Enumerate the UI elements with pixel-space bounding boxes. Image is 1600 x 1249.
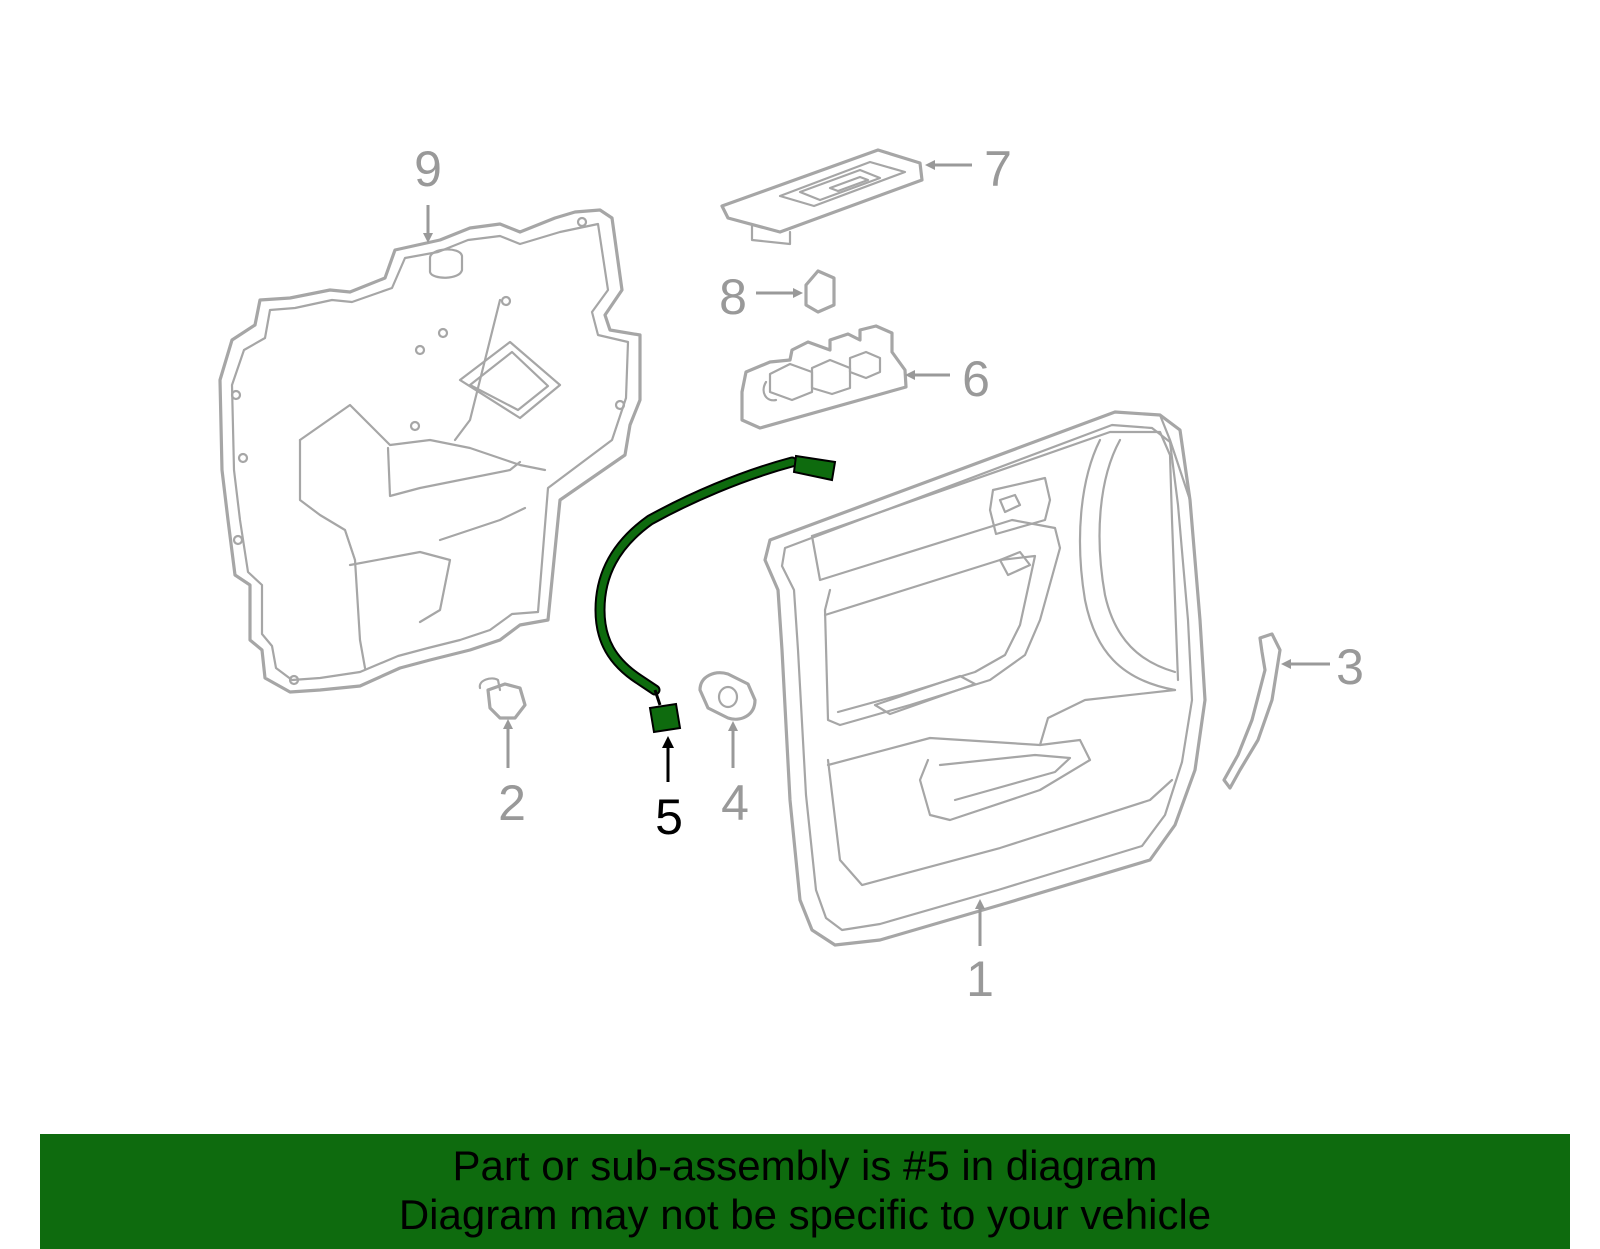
part-4-grommet: [698, 671, 757, 721]
part-9-water-deflector: [218, 208, 642, 694]
callout-labels: 9 7 8 6 3 2 4 5 1: [414, 141, 1364, 1007]
part-7-switch-bezel: [720, 148, 924, 246]
callout-label-4: 4: [721, 775, 749, 831]
part-1-door-trim-panel: [763, 410, 1207, 947]
part-2-retainer-clip: [478, 677, 527, 720]
callout-label-7: 7: [984, 141, 1012, 197]
callout-label-2: 2: [498, 775, 526, 831]
part-5-wiring-harness[interactable]: [594, 454, 837, 734]
callout-label-9: 9: [414, 141, 442, 197]
banner-part-note: Part or sub-assembly is #5 in diagram: [452, 1142, 1158, 1189]
part-6-window-switch: [740, 324, 908, 430]
callout-label-6: 6: [962, 351, 990, 407]
callout-label-1: 1: [966, 951, 994, 1007]
callout-arrows: [423, 160, 1330, 946]
callout-label-3: 3: [1336, 639, 1364, 695]
part-8-small-switch: [804, 269, 836, 314]
info-banner: Part or sub-assembly is #5 in diagram Di…: [40, 1134, 1570, 1249]
callout-label-5: 5: [655, 789, 683, 845]
part-3-trim-strip: [1222, 632, 1282, 790]
callout-label-8: 8: [719, 269, 747, 325]
banner-disclaimer: Diagram may not be specific to your vehi…: [398, 1191, 1212, 1238]
